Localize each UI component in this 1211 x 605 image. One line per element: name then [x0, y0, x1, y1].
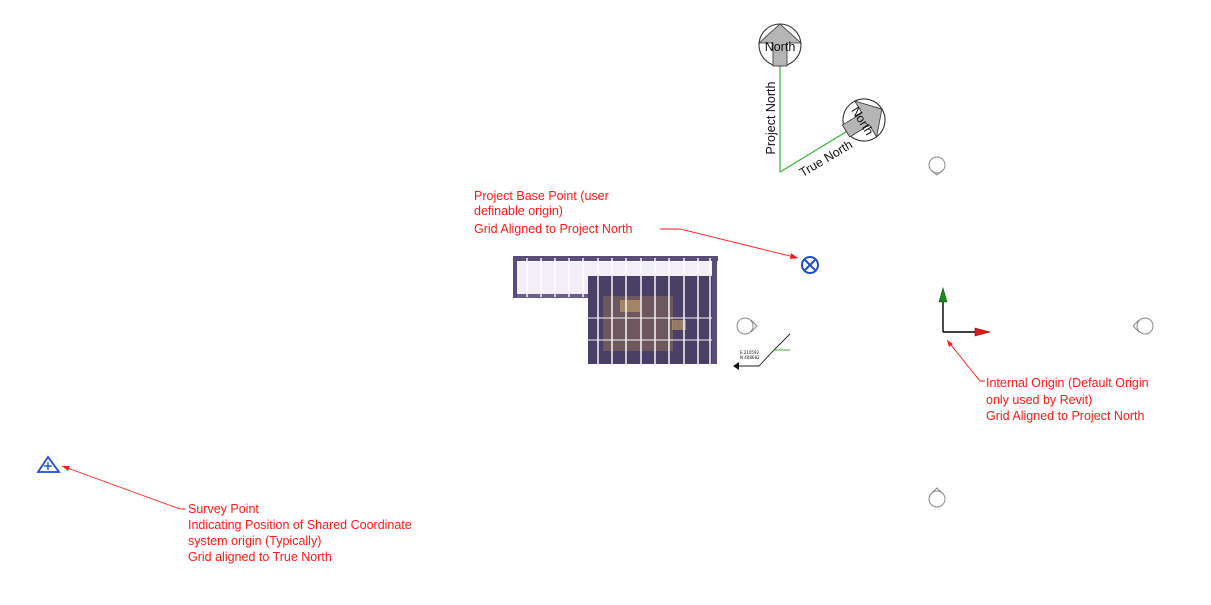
base-point-cross-b [804, 259, 816, 271]
scan-left-wall [513, 256, 517, 298]
elevation-markers [736, 156, 1154, 508]
annotation-internal-origin[interactable]: Internal Origin (Default Origin only use… [986, 376, 1149, 423]
project-north-label: North [765, 40, 796, 54]
scan-top-wall [513, 256, 718, 261]
annotation-line: Grid Aligned to Project North [474, 222, 632, 236]
true-north-arrow-icon [841, 100, 883, 138]
annotation-project-base-point[interactable]: Project Base Point (user definable origi… [474, 189, 632, 236]
annotation-line: Grid aligned to True North [188, 550, 332, 564]
spot-coordinate-arrow-icon [733, 362, 739, 370]
annotation-line: Internal Origin (Default Origin [986, 376, 1149, 390]
scan-horizontal-streaks [588, 317, 716, 341]
elevation-marker-east[interactable] [1132, 317, 1154, 335]
project-north-symbol[interactable]: North [757, 23, 803, 67]
elevation-marker-pointer [930, 169, 944, 176]
elevation-marker-icon [736, 317, 754, 335]
scan-right-wall [712, 256, 717, 364]
annotation-line: Survey Point [188, 502, 259, 516]
scan-highlight-1 [620, 300, 640, 312]
survey-point[interactable] [36, 455, 61, 473]
annotation-line: definable origin) [474, 204, 563, 218]
true-north-line [779, 123, 860, 173]
annotation-survey-point[interactable]: Survey Point Indicating Position of Shar… [188, 502, 412, 564]
elevation-marker-south[interactable] [928, 487, 946, 508]
annotation-line: Project Base Point (user [474, 189, 609, 203]
project-base-point[interactable] [801, 256, 819, 274]
north-arrows: North North Project North True North [757, 23, 893, 180]
internal-origin-x-arrow-icon [974, 327, 992, 337]
scan-streaks [526, 258, 711, 364]
spot-coordinate[interactable]: E 210592 N 408682 [733, 333, 791, 370]
base-point-leader [660, 228, 799, 259]
elevation-marker-pointer [930, 487, 944, 495]
internal-origin[interactable] [938, 286, 992, 337]
survey-point-leader [61, 465, 185, 510]
scan-highlight-2 [672, 320, 686, 330]
annotation-leaders [61, 228, 985, 510]
elevation-marker-icon [928, 490, 946, 508]
elevation-marker-icon [1136, 317, 1154, 335]
spot-coordinate-northing: N 408682 [740, 355, 760, 360]
project-north-axis-label: Project North [764, 81, 778, 154]
survey-point-leader-arrow-icon [62, 466, 70, 471]
annotation-line: Indicating Position of Shared Coordinate [188, 518, 412, 532]
true-north-symbol[interactable]: North [835, 91, 893, 149]
internal-origin-y-arrow-icon [938, 286, 948, 303]
project-north-arrow-icon [757, 23, 803, 67]
base-point-leader-arrow-icon [790, 253, 798, 259]
internal-origin-leader [946, 339, 985, 382]
spot-coordinate-easting: E 210592 [740, 350, 760, 355]
elevation-marker-pointer [1132, 319, 1140, 333]
point-cloud-scan[interactable] [513, 256, 718, 364]
elevation-marker-icon [928, 156, 946, 174]
elevation-marker-pointer [750, 319, 758, 333]
elevation-marker-west[interactable] [736, 317, 758, 335]
spot-coordinate-leader [738, 333, 791, 367]
internal-origin-leader-arrow-icon [947, 340, 953, 347]
annotation-line: only used by Revit) [986, 393, 1092, 407]
annotation-line: Grid Aligned to Project North [986, 409, 1144, 423]
elevation-marker-north[interactable] [928, 156, 946, 176]
annotation-line: system origin (Typically) [188, 534, 321, 548]
